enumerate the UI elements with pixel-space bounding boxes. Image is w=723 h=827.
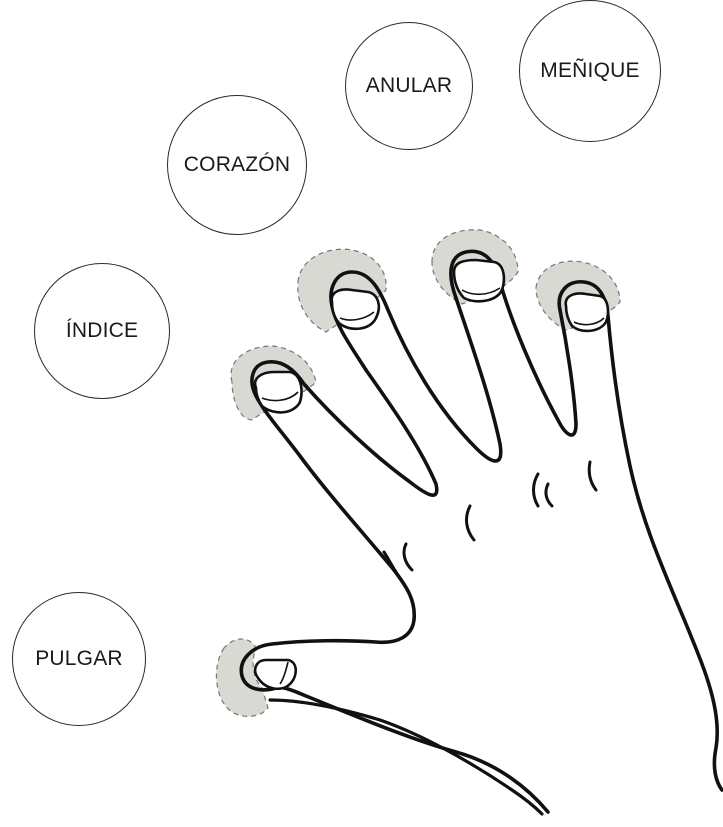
label-menique: MEÑIQUE (519, 0, 661, 142)
knuckle-creases (384, 462, 596, 572)
crease-ring-2 (546, 484, 552, 506)
thumb-outline (241, 570, 548, 812)
label-indice: ÍNDICE (34, 263, 170, 399)
ring-nail (454, 260, 504, 301)
label-menique-text: MEÑIQUE (540, 59, 639, 83)
label-anular-text: ANULAR (366, 74, 452, 98)
crease-middle (467, 506, 474, 540)
label-corazon: CORAZÓN (167, 95, 307, 235)
thumb-nail (255, 660, 296, 689)
label-corazon-text: CORAZÓN (184, 153, 290, 177)
label-anular: ANULAR (345, 22, 473, 150)
index-nail (255, 372, 301, 412)
crease-ring-1 (534, 474, 539, 506)
pinky-finger-outline (559, 282, 722, 790)
label-pulgar: PULGAR (12, 592, 146, 726)
hand-outline (241, 251, 722, 814)
crease-pinky (589, 462, 596, 490)
label-indice-text: ÍNDICE (66, 319, 138, 343)
label-pulgar-text: PULGAR (35, 647, 123, 671)
thumb-lower-line (270, 700, 542, 814)
middle-nail (332, 290, 379, 329)
crease-index-2 (404, 544, 412, 570)
